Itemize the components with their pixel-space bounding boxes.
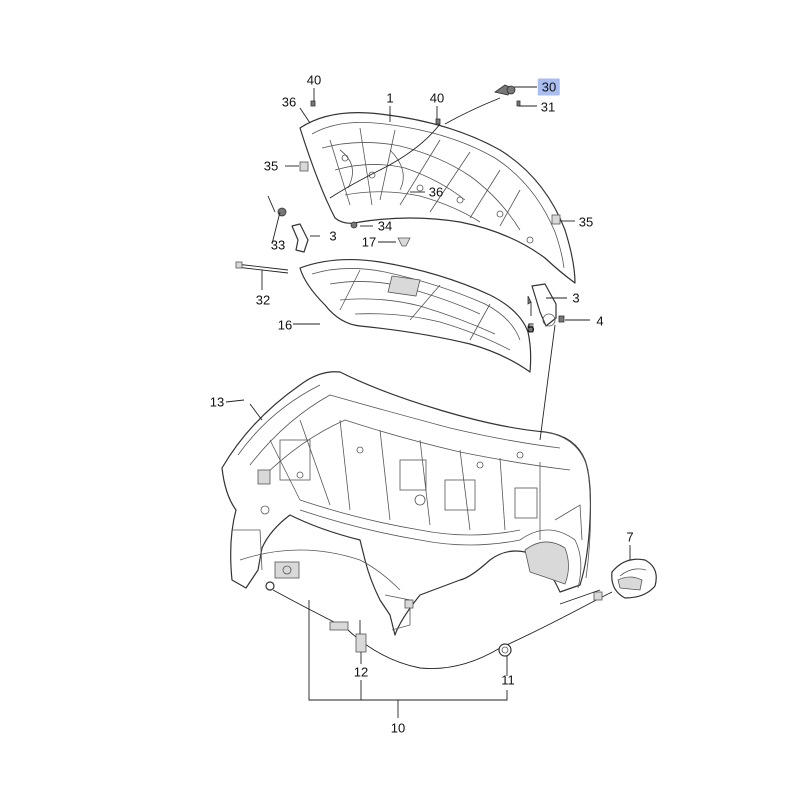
callout-7: 7 [626,529,634,545]
hood-hardware [277,84,561,247]
callout-12: 12 [353,664,369,680]
hood-insulator [299,258,532,373]
leader-lines [225,86,631,718]
hood-panel [299,112,576,284]
hood-latch-cable [265,561,613,669]
callout-3-right-hinge: 3 [572,290,580,306]
callout-1-hood: 1 [386,90,394,106]
callout-40-top-left: 40 [306,72,322,88]
callout-32: 32 [255,292,271,308]
callout-3-left-hinge: 3 [329,228,337,244]
callout-36-center: 36 [428,184,444,200]
callout-16: 16 [277,317,293,333]
callout-30-highlighted[interactable]: 30 [537,78,561,96]
callout-33: 33 [270,237,286,253]
callout-31: 31 [540,99,556,115]
hood-hinges [291,223,565,333]
callout-36-top-left: 36 [281,94,297,110]
callout-35-right: 35 [578,214,594,230]
callout-34: 34 [377,218,393,234]
callout-5: 5 [527,320,535,336]
callout-4: 4 [596,313,604,329]
hood-release-handle [611,558,657,599]
front-body-structure [221,371,592,636]
callout-10: 10 [390,720,406,736]
callout-40-top-center: 40 [429,90,445,106]
callout-35-left: 35 [263,158,279,174]
callout-11: 11 [501,672,515,688]
callout-17: 17 [361,234,377,250]
callout-13: 13 [209,394,225,410]
